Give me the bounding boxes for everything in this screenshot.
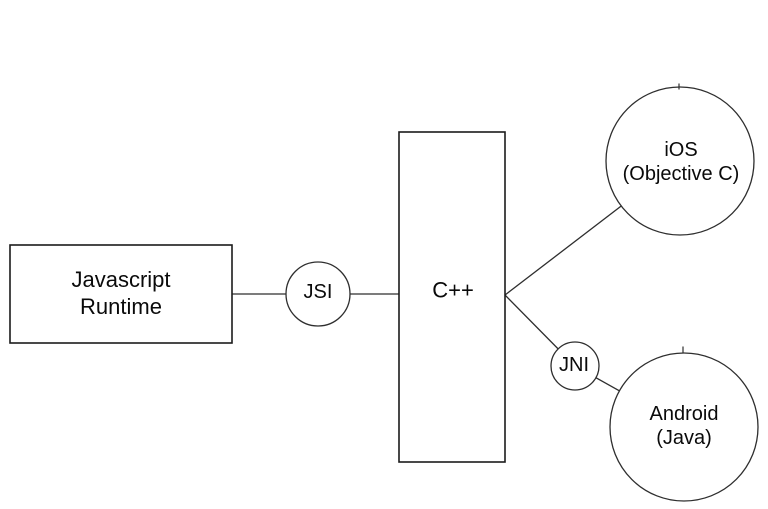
label-javascript-runtime: Javascript Runtime [71,266,170,320]
label-ios-line1: iOS [664,139,698,161]
label-jsi: JSI [303,281,333,303]
node-ios-circle [605,86,755,236]
label-ios: iOS (Objective C) [623,138,740,186]
node-cpp-box [398,131,506,463]
label-javascript-runtime-line1: Javascript [71,267,171,292]
node-jni-circle [550,341,600,391]
label-android-line1: Android [649,403,719,425]
label-cpp: C++ [432,277,474,303]
label-android-line2: (Java) [656,427,712,449]
node-jsi-circle [285,261,351,327]
label-jni: JNI [559,354,589,376]
node-android-circle [609,352,759,502]
node-jsruntime-box [9,244,233,344]
label-ios-line2: (Objective C) [622,163,740,185]
label-javascript-runtime-line2: Runtime [80,294,162,319]
label-android: Android (Java) [650,402,719,450]
